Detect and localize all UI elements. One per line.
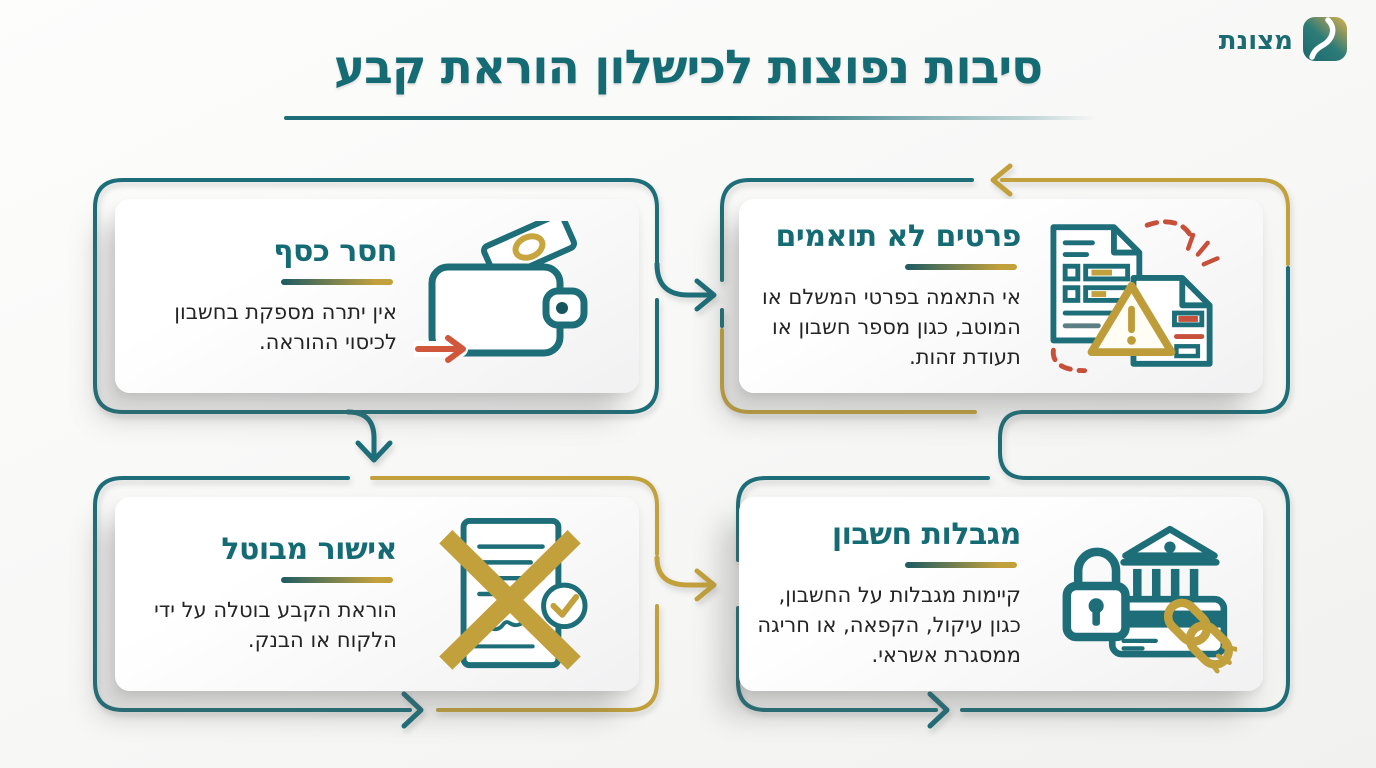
title-rule — [904, 562, 1017, 569]
card-body: הוראת הקבע בוטלה על ידי הלקוח או הבנק. — [154, 598, 397, 652]
card-cancelled-approval: אישור מבוטל הוראת הקבע בוטלה על ידי הלקו… — [115, 497, 639, 691]
mismatched-documents-warning-icon — [1029, 215, 1237, 377]
arrow-top-left-to-top-right — [654, 261, 717, 312]
arrow-bottom-left-to-bottom-right — [654, 555, 717, 602]
card-body: אי התאמה בפרטי המשלם או המוטב, כגון מספר… — [761, 285, 1021, 369]
card-title: חסר כסף — [273, 234, 397, 270]
arrow-top-left-to-bottom-left — [345, 409, 393, 463]
arrow-loop-left-gold — [990, 163, 1013, 197]
arrow-bottom-left-flow — [401, 691, 424, 729]
card-insufficient-funds: חסר כסף אין יתרה מספקת בחשבון לכיסוי ההו… — [115, 199, 639, 393]
frame-bottom-right — [736, 476, 1290, 729]
brand-logo: מצונת — [1219, 16, 1348, 66]
title-rule — [280, 577, 393, 584]
connector-top-right-to-bottom-right — [998, 410, 1028, 480]
page-title: סיבות נפוצות לכישלון הוראת קבע — [333, 40, 1043, 95]
title-underline — [284, 116, 1096, 120]
frame-top-right — [720, 163, 1290, 414]
frame-bottom-left — [93, 476, 659, 729]
card-body: קיימות מגבלות על החשבון, כגון עיקול, הקפ… — [757, 583, 1021, 667]
wallet-icon — [405, 221, 613, 371]
brand-logo-text: מצונת — [1218, 26, 1293, 56]
bank-lock-chain-icon — [1029, 514, 1237, 674]
cancelled-document-icon — [405, 515, 613, 673]
card-title: אישור מבוטל — [221, 532, 397, 568]
brand-swoosh-icon — [1302, 16, 1348, 66]
card-title: פרטים לא תואמים — [775, 219, 1022, 255]
card-account-restrictions: מגבלות חשבון קיימות מגבלות על החשבון, כג… — [739, 497, 1263, 691]
frame-top-left — [93, 178, 659, 414]
card-body: אין יתרה מספקת בחשבון לכיסוי ההוראה. — [174, 300, 397, 354]
arrow-bottom-right-flow — [927, 691, 950, 729]
card-mismatched-details: פרטים לא תואמים אי התאמה בפרטי המשלם או … — [739, 199, 1263, 393]
card-title: מגבלות חשבון — [831, 517, 1022, 553]
title-rule — [280, 279, 393, 286]
title-rule — [904, 264, 1017, 271]
